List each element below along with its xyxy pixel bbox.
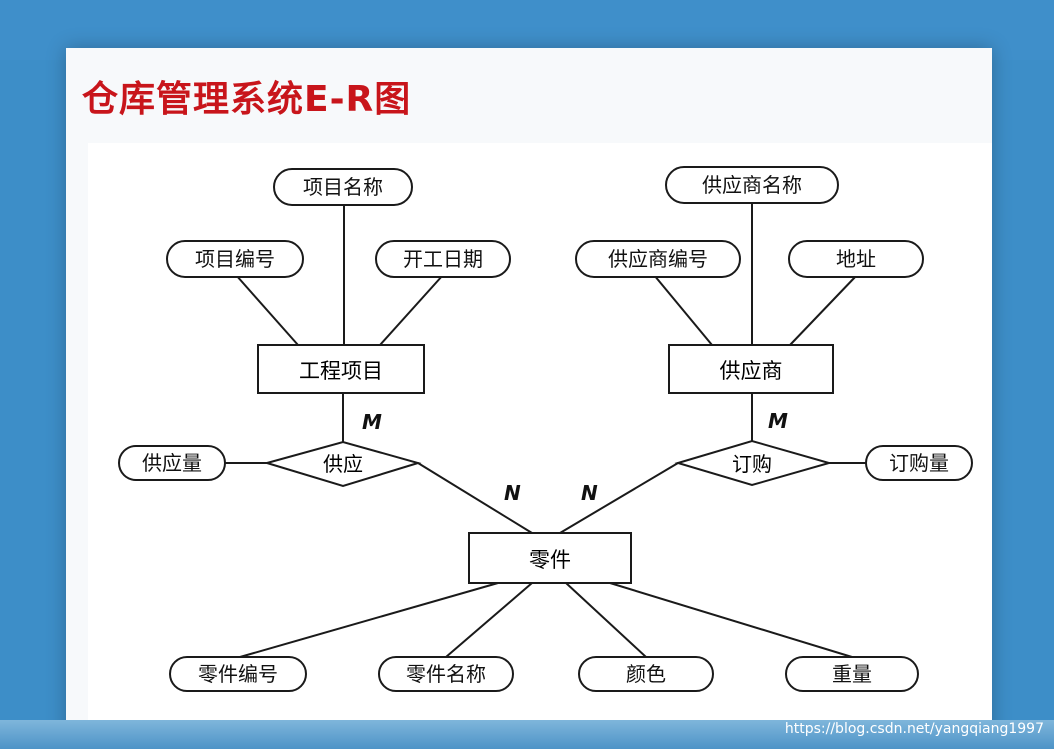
attr-start-date-label: 开工日期 bbox=[403, 247, 483, 271]
attr-color bbox=[578, 656, 714, 692]
relationship-supply-label: 供应 bbox=[323, 452, 363, 476]
attr-order-qty bbox=[865, 445, 973, 481]
entity-project: 工程项目 bbox=[257, 344, 425, 394]
cardinality-order-supplier: M bbox=[768, 409, 788, 433]
attr-weight bbox=[785, 656, 919, 692]
diagram-canvas bbox=[88, 143, 992, 723]
attr-supplier-no bbox=[575, 240, 741, 278]
cardinality-supply-project: M bbox=[362, 410, 382, 434]
relationship-supply: 供应 bbox=[263, 440, 422, 488]
connector-lines bbox=[225, 203, 866, 658]
line-start-date bbox=[379, 274, 444, 346]
attr-project-no-label: 项目编号 bbox=[195, 247, 275, 271]
cardinality-order-part: N bbox=[581, 481, 598, 505]
attr-weight-label: 重量 bbox=[832, 662, 872, 686]
attr-supplier-name bbox=[665, 166, 839, 204]
line-supply-part bbox=[417, 462, 533, 534]
attr-order-qty-label: 订购量 bbox=[889, 451, 949, 475]
attr-address-label: 地址 bbox=[836, 247, 876, 271]
attr-supplier-name-label: 供应商名称 bbox=[702, 173, 802, 197]
attr-supply-qty-label: 供应量 bbox=[142, 451, 202, 475]
attribute-labels: 项目名称 项目编号 开工日期 供应商名称 供应商编号 地址 供应量 订购量 零件… bbox=[142, 173, 949, 686]
relationship-order: 订购 bbox=[674, 439, 833, 487]
line-color bbox=[565, 582, 647, 658]
attr-part-name-label: 零件名称 bbox=[406, 662, 486, 686]
attr-part-name bbox=[378, 656, 514, 692]
window-background-bottom bbox=[0, 720, 1054, 749]
cardinality-labels: M N M N bbox=[362, 409, 788, 505]
entity-supplier-label: 供应商 bbox=[720, 359, 783, 383]
line-weight bbox=[609, 582, 853, 658]
line-order-part bbox=[559, 462, 679, 534]
relationship-order-label: 订购 bbox=[732, 452, 772, 476]
line-part-no bbox=[239, 582, 499, 658]
line-part-name bbox=[445, 582, 533, 658]
attr-project-name-label: 项目名称 bbox=[303, 175, 383, 199]
entity-part: 零件 bbox=[468, 532, 632, 584]
attr-start-date bbox=[375, 240, 511, 278]
attr-part-no-label: 零件编号 bbox=[198, 662, 278, 686]
attr-address bbox=[788, 240, 924, 278]
entity-part-label: 零件 bbox=[529, 548, 571, 572]
entity-project-label: 工程项目 bbox=[299, 359, 383, 383]
entity-supplier: 供应商 bbox=[668, 344, 834, 394]
line-address bbox=[789, 274, 858, 346]
attribute-shapes bbox=[118, 166, 973, 692]
attr-supplier-no-label: 供应商编号 bbox=[608, 247, 708, 271]
line-supplier-no bbox=[653, 274, 713, 346]
line-project-no bbox=[235, 274, 299, 346]
attr-supply-qty bbox=[118, 445, 226, 481]
watermark-url: https://blog.csdn.net/yangqiang1997 bbox=[784, 721, 1044, 737]
attr-project-no bbox=[166, 240, 304, 278]
attr-part-no bbox=[169, 656, 307, 692]
attr-color-label: 颜色 bbox=[626, 662, 666, 686]
cardinality-supply-part: N bbox=[504, 481, 521, 505]
attr-project-name bbox=[273, 168, 413, 206]
slide-title: 仓库管理系统E-R图 bbox=[82, 79, 412, 120]
